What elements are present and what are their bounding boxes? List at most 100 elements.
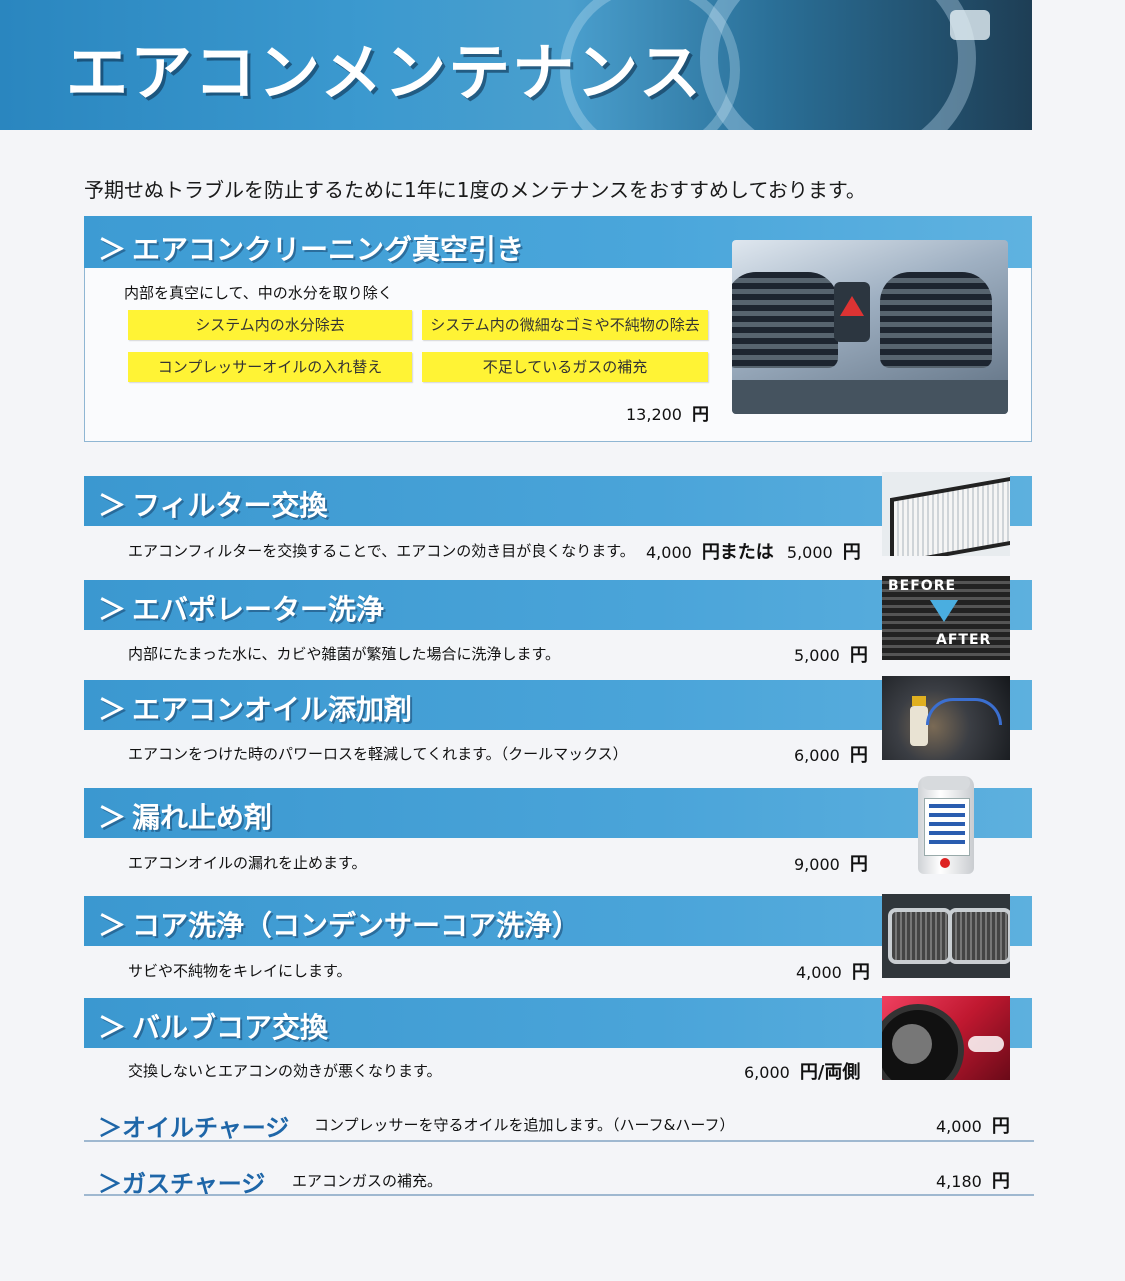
- page-title: エアコンメンテナンス: [66, 36, 703, 109]
- can-top: [922, 776, 970, 790]
- evaporator-description: 内部にたまった水に、カビや雑菌が繁殖した場合に洗浄します。: [128, 645, 561, 663]
- cleaning-price: 13,200 円: [626, 400, 709, 425]
- engine-photo: [882, 676, 1010, 760]
- banner-decoration: [700, 0, 976, 130]
- core-wash-section-header: [84, 896, 1032, 946]
- cleaning-subtitle: 内部を真空にして、中の水分を取り除く: [124, 284, 393, 302]
- filter-frame: [890, 473, 1010, 556]
- evaporator-price: 5,000 円: [794, 641, 868, 667]
- yen-label: 円: [849, 645, 868, 666]
- header-banner: エアコンメンテナンス: [0, 0, 1032, 130]
- car-wheel-photo: [882, 996, 1010, 1080]
- gas-charge-title: ＞ガスチャージ: [98, 1164, 265, 1199]
- oil-additive-description: エアコンをつけた時のパワーロスを軽減してくれます。（クールマックス）: [128, 745, 628, 763]
- oil-can-cap: [912, 696, 926, 706]
- cleaning-title-text: エアコンクリーニング真空引き: [132, 233, 525, 266]
- filter-description: エアコンフィルターを交換することで、エアコンの効き目が良くなります。: [128, 542, 635, 560]
- feature-chip: システム内の水分除去: [128, 310, 412, 340]
- after-label: AFTER: [936, 632, 992, 648]
- before-label: BEFORE: [888, 578, 957, 594]
- price-value: 9,000: [794, 855, 840, 874]
- oil-charge-title: ＞オイルチャージ: [98, 1108, 289, 1143]
- oil-charge-price: 4,000 円: [936, 1112, 1010, 1138]
- core-wash-section-title: ＞コア洗浄（コンデンサーコア洗浄）: [98, 904, 580, 944]
- arrow-icon: ＞: [98, 693, 127, 726]
- oil-additive-title-text: エアコンオイル添加剤: [132, 693, 413, 726]
- headlight: [968, 1036, 1004, 1052]
- vent-grille: [880, 272, 992, 368]
- row-divider: [84, 1140, 1034, 1142]
- arrow-icon: ＞: [98, 233, 127, 266]
- leak-stop-section-header: [84, 788, 1032, 838]
- feature-chip: システム内の微細なゴミや不純物の除去: [422, 310, 708, 340]
- yen-label: 円: [851, 962, 870, 983]
- leak-stop-price: 9,000 円: [794, 850, 868, 876]
- condenser-photo: [882, 894, 1010, 978]
- gas-charge-price: 4,180 円: [936, 1167, 1010, 1193]
- arrow-icon: ＞: [98, 489, 127, 522]
- intro-text: 予期せぬトラブルを防止するために1年に1度のメンテナンスをおすすめしております。: [84, 178, 866, 202]
- evaporator-title-text: エバポレーター洗浄: [132, 593, 385, 626]
- oil-charge-description: コンプレッサーを守るオイルを追加します。（ハーフ&ハーフ）: [314, 1116, 735, 1134]
- charge-hose: [926, 698, 1002, 725]
- valve-core-title-text: バルブコア交換: [132, 1011, 329, 1044]
- core-wash-title-text: コア洗浄（コンデンサーコア洗浄）: [132, 909, 581, 942]
- yen-label: 円: [691, 405, 709, 425]
- condenser-grille: [948, 908, 1010, 964]
- evaporator-section-title: ＞エバポレーター洗浄: [98, 588, 384, 628]
- price-value: 4,000: [646, 543, 692, 562]
- price-value: 5,000: [794, 646, 840, 665]
- feature-chip: コンプレッサーオイルの入れ替え: [128, 352, 412, 382]
- gas-charge-description: エアコンガスの補充。: [292, 1172, 443, 1190]
- price-value: 6,000: [794, 746, 840, 765]
- oil-additive-section-title: ＞エアコンオイル添加剤: [98, 688, 412, 728]
- cleaning-section-title: ＞エアコンクリーニング真空引き: [98, 228, 524, 268]
- air-vent-photo: [732, 240, 1008, 414]
- arrow-icon: ＞: [98, 909, 127, 942]
- price-value: 5,000: [786, 543, 833, 562]
- arrow-icon: ＞: [98, 1170, 122, 1198]
- before-after-photo: BEFORE AFTER: [882, 576, 1010, 660]
- can-label: [924, 798, 970, 856]
- yen-label: 円: [849, 745, 868, 766]
- price-value: 13,200: [626, 405, 682, 424]
- valve-core-section-header: [84, 998, 1032, 1048]
- yen-label: 円: [991, 1116, 1010, 1137]
- oil-charge-title-text: オイルチャージ: [122, 1114, 290, 1142]
- evaporator-section-header: [84, 580, 1032, 630]
- core-wash-description: サビや不純物をキレイにします。: [128, 962, 352, 980]
- wheel-rim: [892, 1024, 932, 1064]
- vent-grille: [732, 272, 838, 368]
- valve-core-section-title: ＞バルブコア交換: [98, 1006, 328, 1046]
- yen-label: 円: [842, 542, 861, 563]
- yen-label: 円: [991, 1171, 1010, 1192]
- filter-title-text: フィルター交換: [132, 489, 328, 522]
- banner-decoration: [560, 0, 740, 130]
- leak-stop-can-photo: [918, 776, 974, 874]
- oil-additive-section-header: [84, 680, 1032, 730]
- oil-can: [910, 706, 928, 746]
- price-value: 4,000: [796, 963, 842, 982]
- arrow-icon: ＞: [98, 1011, 127, 1044]
- leak-stop-section-title: ＞漏れ止め剤: [98, 796, 272, 836]
- price-value: 4,000: [936, 1117, 982, 1136]
- price-value: 4,180: [936, 1172, 982, 1191]
- arrow-down-icon: [930, 600, 958, 622]
- filter-section-header: [84, 476, 1032, 526]
- valve-core-description: 交換しないとエアコンの効きが悪くなります。: [128, 1062, 442, 1080]
- filter-photo: [882, 472, 1010, 556]
- feature-chip: 不足しているガスの補充: [422, 352, 708, 382]
- core-wash-price: 4,000 円: [796, 958, 870, 984]
- leak-stop-description: エアコンオイルの漏れを止めます。: [128, 854, 367, 872]
- can-logo: [940, 858, 950, 868]
- banner-decoration: [950, 10, 990, 40]
- leak-stop-title-text: 漏れ止め剤: [132, 801, 273, 834]
- hazard-icon: [840, 296, 864, 316]
- arrow-icon: ＞: [98, 801, 127, 834]
- filter-section-title: ＞フィルター交換: [98, 484, 327, 524]
- yen-label: 円: [849, 854, 868, 875]
- arrow-icon: ＞: [98, 593, 127, 626]
- condenser-grille: [888, 908, 952, 964]
- arrow-icon: ＞: [98, 1114, 122, 1142]
